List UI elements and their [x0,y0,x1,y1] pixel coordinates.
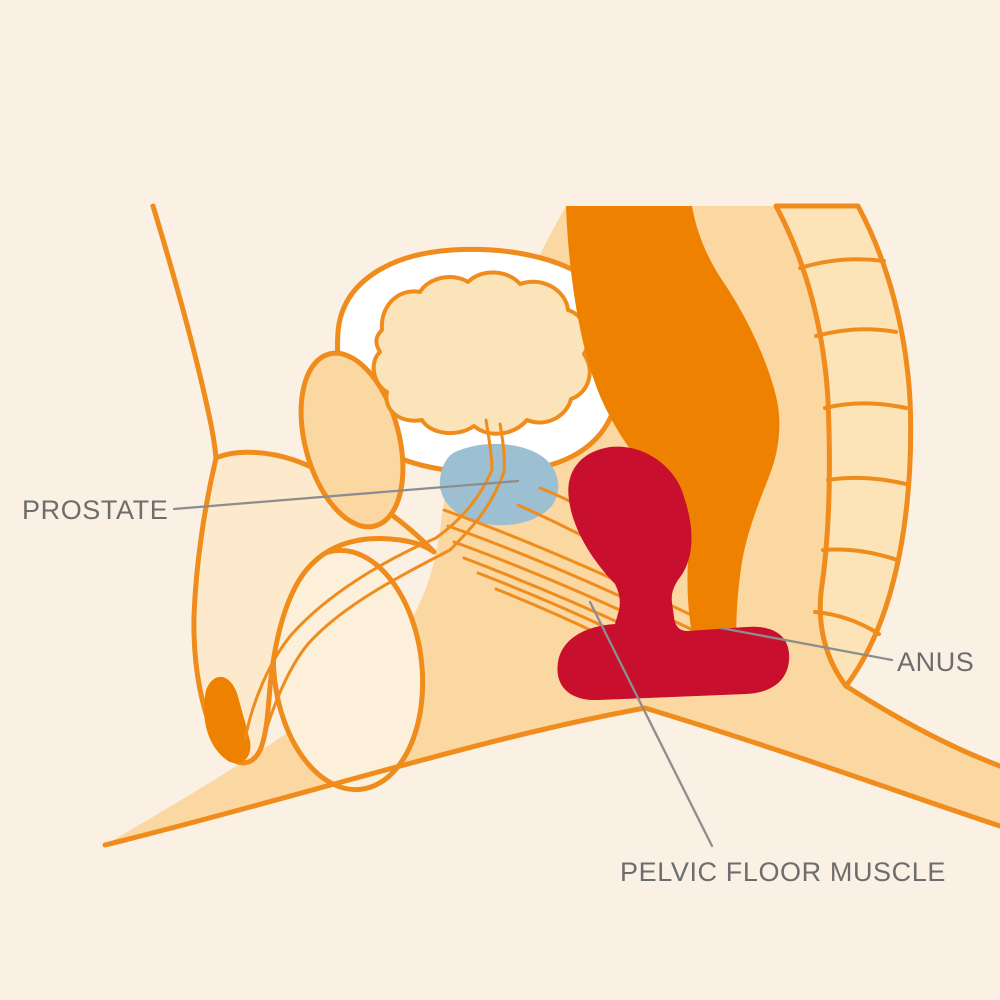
prostate-label: PROSTATE [22,495,168,525]
penis-tip-fold [204,676,251,764]
pubic-bone-shape [298,350,406,530]
abdomen-contour-line [150,203,219,461]
spine-segment-lines [798,257,908,636]
body-silhouette [105,206,1000,845]
bladder-shape [371,270,592,436]
buttock-contour-line [843,683,1000,769]
prostate-leader-line [172,479,520,511]
thigh-contour-line [102,705,1000,848]
anus-leader-line [719,626,894,662]
pelvic-floor-leader-line [588,600,714,848]
rectum-shape [566,206,780,664]
butt-plug-shape [557,446,790,701]
anus-label: ANUS [897,647,974,677]
scrotum-shape [270,547,426,793]
pelvic-floor-label: PELVIC FLOOR MUSCLE [620,857,946,887]
